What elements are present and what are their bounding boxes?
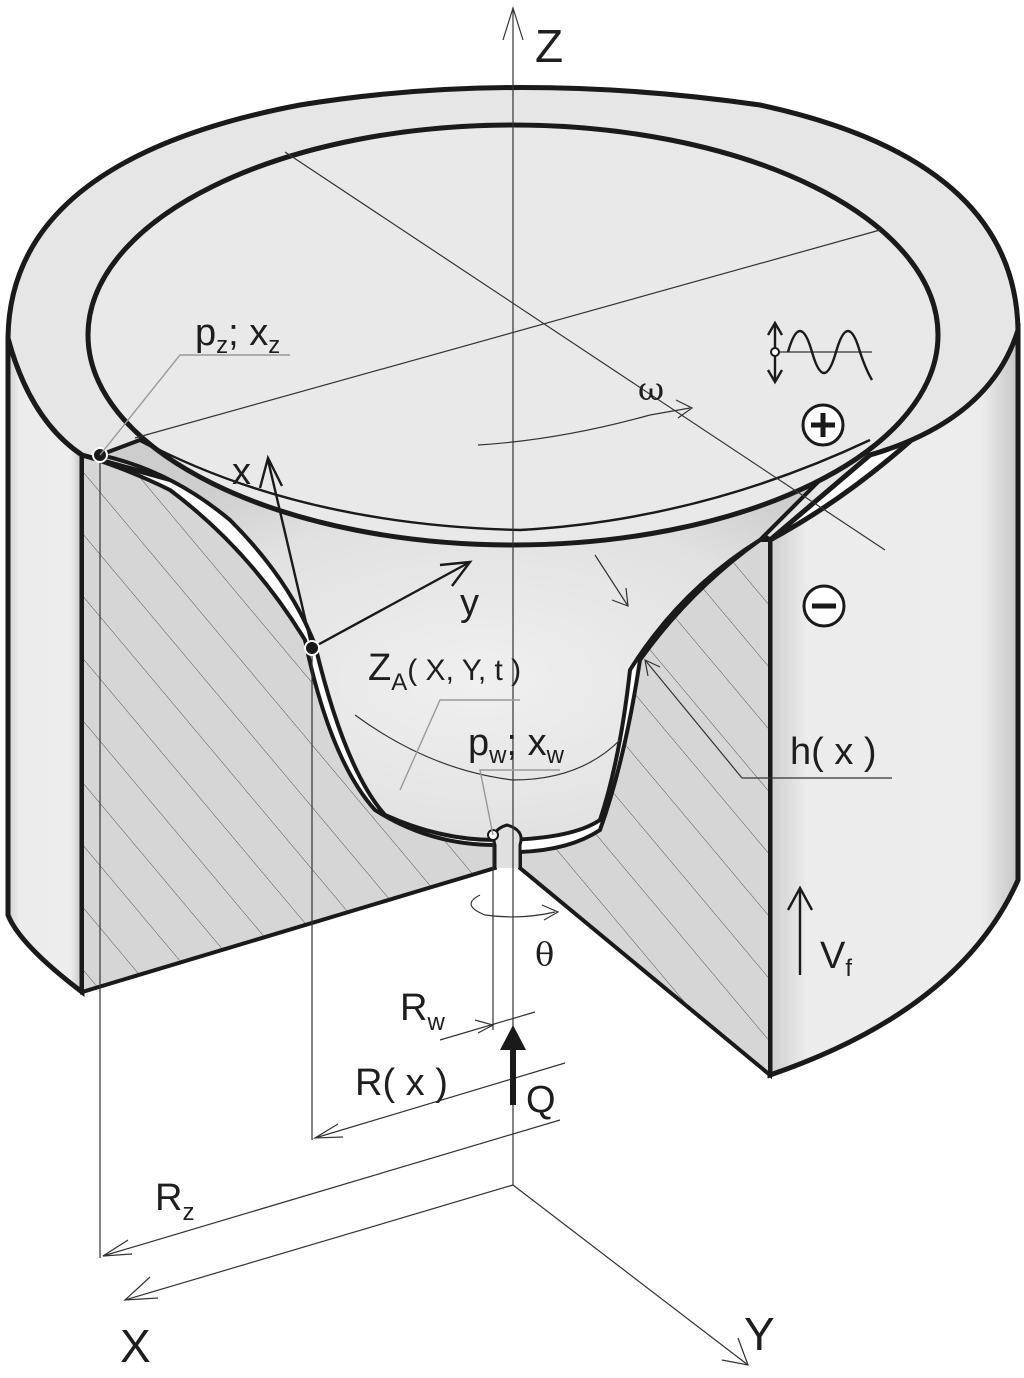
h-label: h( x ) [790, 731, 877, 773]
x-axis-label: X [120, 1320, 151, 1372]
omega-arrow-shaft [649, 407, 691, 416]
xz-subscript: z [268, 332, 280, 359]
y-axis-arrow [721, 1337, 749, 1366]
local-y-label: y [460, 582, 479, 624]
pz-symbol: p [195, 312, 216, 354]
theta-rotation-arc [470, 894, 556, 918]
y-axis-line [512, 1184, 749, 1366]
rz-dimension [102, 1119, 561, 1257]
cylinder-right-wall [767, 323, 1021, 1079]
rw-dimension-arrow [474, 1019, 495, 1034]
rz-label: Rz [155, 1177, 194, 1226]
omega-rotation-arc [477, 414, 651, 446]
local-x-axis [266, 459, 314, 649]
local-y-axis [311, 560, 471, 650]
ellipse-axis-2 [134, 229, 881, 439]
xw-symbol: x [528, 722, 547, 764]
local-x-label: x [232, 451, 251, 493]
theta-arrow-head [541, 904, 560, 921]
xw-subscript: w [546, 742, 565, 769]
za-symbol: Z [368, 647, 391, 689]
rx-label: R( x ) [355, 1062, 448, 1104]
rx-dimension [314, 1062, 566, 1139]
za-args: ( X, Y, t ) [407, 654, 521, 687]
point-a [304, 640, 320, 656]
rx-dimension-arrow [312, 1123, 344, 1139]
svg-text:ZA( X, Y, t ): ZA( X, Y, t ) [368, 647, 521, 696]
vf-label: Vf [820, 935, 852, 982]
x-axis-line [124, 1184, 514, 1301]
q-arrow-head [500, 1025, 526, 1050]
minus-circle-icon [802, 584, 846, 628]
omega-arrow-head [675, 399, 694, 419]
local-x-arrow [258, 454, 284, 489]
omega-label: ω [638, 370, 664, 408]
pw-leader [479, 769, 560, 836]
rw-label: Rw [400, 987, 445, 1036]
left-section-cut [80, 452, 497, 995]
h-arrow-head-1 [611, 587, 629, 607]
h-arrow-line-1 [594, 554, 629, 607]
plus-circle-icon [801, 403, 845, 447]
xz-symbol: x [249, 312, 268, 354]
funnel-throat-curve [139, 438, 871, 532]
y-axis-label: Y [744, 1308, 775, 1360]
ellipse-axis-1 [284, 151, 886, 551]
z-axis-arrow [502, 5, 524, 41]
x-axis-arrow [123, 1276, 159, 1301]
pw-subscript: w [488, 742, 507, 769]
h-arrow-line-2 [644, 659, 743, 779]
rz-dimension-arrow [102, 1239, 133, 1257]
za-leader [399, 699, 520, 791]
svg-text:pw; xw: pw; xw [468, 722, 565, 769]
pw-xw-label: pw; xw [468, 722, 565, 769]
z-axis-label: Z [535, 20, 563, 72]
pz-subscript: z [216, 332, 228, 359]
svg-text:pz; xz: pz; xz [195, 312, 280, 359]
za-subscript: A [391, 669, 407, 696]
q-label: Q [526, 1079, 556, 1121]
right-section-cut [518, 538, 772, 1080]
theta-label: θ [535, 935, 554, 973]
pz-xz-label: pz; xz [195, 312, 280, 359]
vf-arrow-head [786, 885, 814, 911]
rw-dimension [439, 1011, 536, 1041]
za-label: ZA( X, Y, t ) [368, 647, 521, 696]
local-y-arrow [439, 560, 473, 587]
h-arrow-head-2 [644, 658, 661, 677]
vibration-icon [766, 320, 874, 385]
pz-leader [99, 354, 290, 456]
nozzle [492, 823, 523, 868]
pw-symbol: p [468, 722, 489, 764]
funnel-lower-curve [354, 714, 621, 781]
